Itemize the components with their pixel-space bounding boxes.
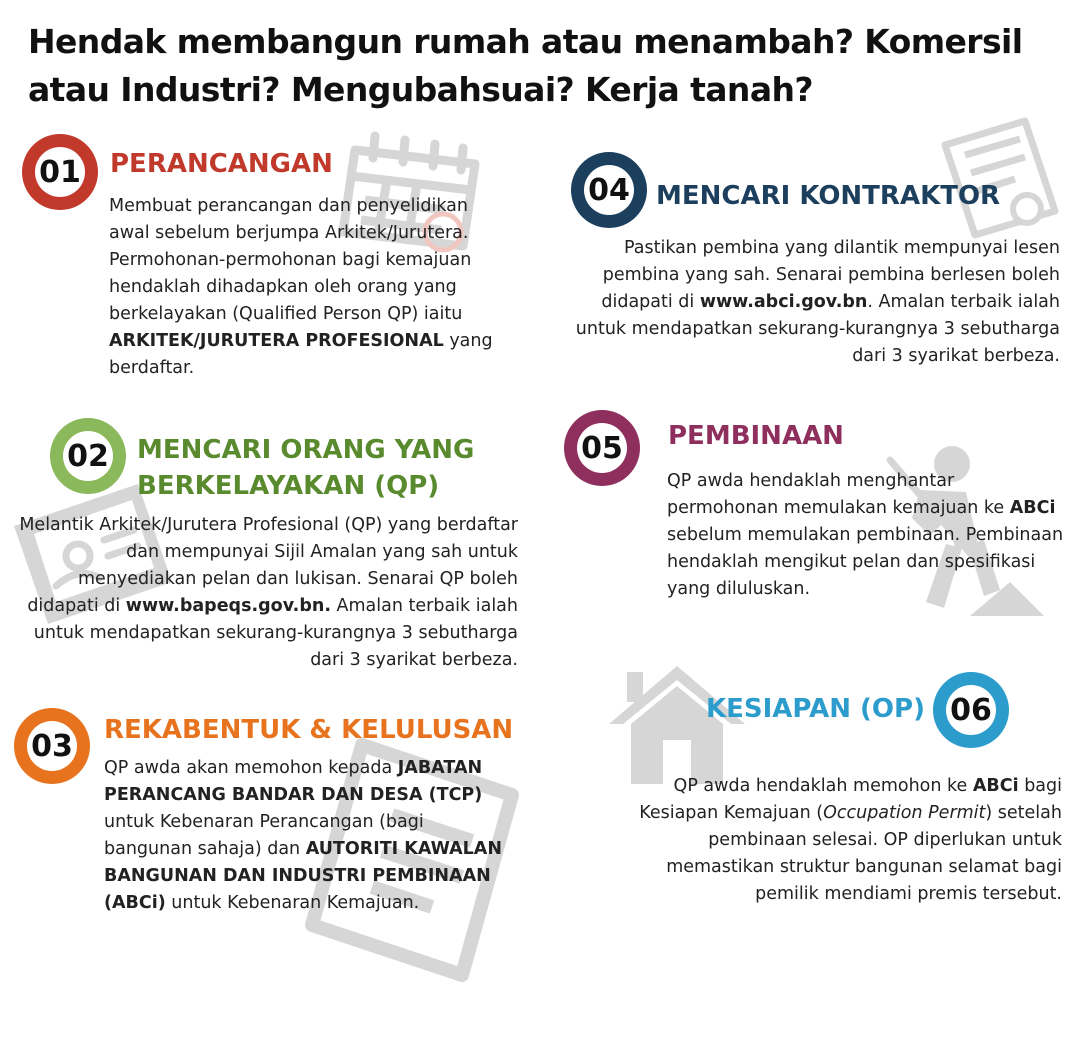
house-icon — [609, 666, 745, 784]
step-06-heading: KESIAPAN (OP) — [706, 694, 925, 724]
step-04-heading: MENCARI KONTRAKTOR — [656, 181, 1001, 211]
step-05-number: 05 — [581, 430, 623, 466]
page-title: Hendak membangun rumah atau menambah? Ko… — [28, 22, 1023, 109]
step-05-text: QP awda hendaklah menghantar permohonan … — [667, 471, 1064, 599]
step-03-text: QP awda akan memohon kepada JABATAN PERA… — [104, 758, 502, 913]
document-icon — [305, 738, 519, 982]
step-02-number: 02 — [67, 438, 109, 474]
step-05-badge: 05 — [564, 410, 640, 486]
step-03-heading: REKABENTUK & KELULUSAN — [104, 715, 514, 745]
step-04-number: 04 — [588, 172, 630, 208]
step-04-text: Pastikan pembina yang dilantik mempunyai… — [575, 238, 1060, 366]
step-01-heading: PERANCANGAN — [110, 149, 333, 179]
step-01-badge: 01 — [22, 134, 98, 210]
certificate-icon — [941, 117, 1059, 239]
step-06-number: 06 — [950, 692, 992, 728]
step-02-badge: 02 — [50, 418, 126, 494]
step-03-number: 03 — [31, 728, 73, 764]
step-01-number: 01 — [39, 154, 81, 190]
calendar-icon — [338, 131, 480, 253]
step-01-text: Membuat perancangan dan penyelidikan awa… — [109, 196, 493, 378]
step-03-badge: 03 — [14, 708, 90, 784]
step-02-text: Melantik Arkitek/Jurutera Profesional (Q… — [19, 515, 518, 670]
step-06-text: QP awda hendaklah memohon ke ABCi bagi K… — [639, 776, 1062, 904]
step-06-badge: 06 — [933, 672, 1009, 748]
step-04-badge: 04 — [571, 152, 647, 228]
digging-worker-icon — [886, 446, 1044, 616]
ticket-icon — [14, 484, 172, 624]
step-02-heading: MENCARI ORANG YANG BERKELAYAKAN (QP) — [137, 435, 475, 501]
step-05-heading: PEMBINAAN — [668, 421, 844, 451]
